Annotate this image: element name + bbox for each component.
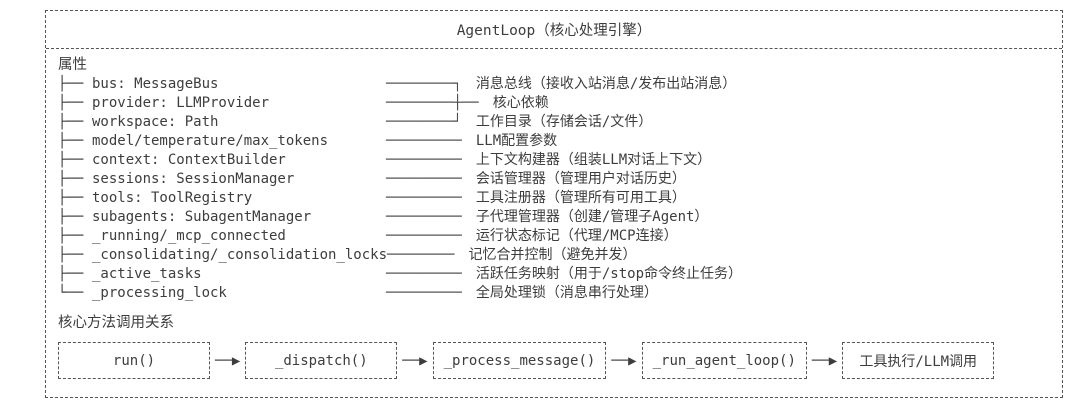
attr-row-processing-lock: └── _processing_lock ───────── 全局处理锁（消息串… xyxy=(58,284,1062,303)
attr-row-subagents: ├── subagents: SubagentManager ─────────… xyxy=(58,208,1062,227)
connector-line: ────────┼── xyxy=(386,95,479,111)
connector-line: ───────── xyxy=(386,285,462,301)
attr-desc: 全局处理锁（消息串行处理） xyxy=(475,285,658,301)
attributes-section: 属性 ├── bus: MessageBus ────────┐ 消息总线（接收… xyxy=(58,56,1062,303)
attr-desc: 核心依赖 xyxy=(492,95,549,111)
connector-line: ───────── xyxy=(386,171,462,187)
attr-name: sessions: SessionManager xyxy=(92,171,295,187)
attr-row-sessions: ├── sessions: SessionManager ───────── 会… xyxy=(58,170,1062,189)
arrow-right-icon: ──▶ xyxy=(811,352,838,369)
attr-name: model/temperature/max_tokens xyxy=(92,133,329,149)
panel-title-bar: AgentLoop（核心处理引擎） xyxy=(46,11,1062,49)
attr-name: _processing_lock xyxy=(92,285,227,301)
tree-branch-icon: ├── xyxy=(58,114,84,130)
attr-name: context: ContextBuilder xyxy=(92,152,286,168)
method-box-run: run() xyxy=(58,342,210,379)
attr-name: provider: LLMProvider xyxy=(92,95,270,111)
tree-branch-icon: ├── xyxy=(58,171,84,187)
attr-desc: 会话管理器（管理用户对话历史） xyxy=(475,171,686,187)
connector-line: ────────┘ xyxy=(386,114,462,130)
tree-branch-icon: ├── xyxy=(58,152,84,168)
attr-name: workspace: Path xyxy=(92,114,219,130)
arrow-right-icon: ──▶ xyxy=(215,352,241,369)
tree-branch-icon: ├── xyxy=(58,209,84,225)
connector-line: ──────── xyxy=(387,247,455,263)
attr-desc: 消息总线（接收入站消息/发布出站消息） xyxy=(475,76,737,92)
attr-desc: 工具注册器（管理所有可用工具） xyxy=(475,190,686,206)
agentloop-panel: AgentLoop（核心处理引擎） 属性 ├── bus: MessageBus… xyxy=(45,10,1063,398)
attr-row-provider: ├── provider: LLMProvider ────────┼── 核心… xyxy=(58,94,1062,113)
attr-name: tools: ToolRegistry xyxy=(92,190,253,206)
attr-desc: 活跃任务映射（用于/stop命令终止任务） xyxy=(475,266,743,282)
method-box-run-agent-loop: _run_agent_loop() xyxy=(641,342,807,379)
connector-line: ───────── xyxy=(386,228,462,244)
methods-header: 核心方法调用关系 xyxy=(58,315,174,331)
connector-line: ───────── xyxy=(386,209,462,225)
method-flow-section: run() ──▶ _dispatch() ──▶ _process_messa… xyxy=(58,342,1062,379)
attr-name: subagents: SubagentManager xyxy=(92,209,312,225)
tree-branch-icon: ├── xyxy=(58,247,84,263)
attr-desc: 上下文构建器（组装LLM对话上下文） xyxy=(475,152,712,168)
attr-desc: 工作目录（存储会话/文件） xyxy=(475,114,653,130)
attr-row-workspace: ├── workspace: Path ────────┘ 工作目录（存储会话/… xyxy=(58,113,1062,132)
panel-body: 属性 ├── bus: MessageBus ────────┐ 消息总线（接收… xyxy=(46,49,1062,379)
attr-desc: 运行状态标记（代理/MCP连接） xyxy=(475,228,678,244)
attr-row-consolidation: ├── _consolidating/_consolidation_locks … xyxy=(58,246,1062,265)
attributes-header: 属性 xyxy=(58,57,87,73)
connector-line: ────────┐ xyxy=(386,76,462,92)
method-box-dispatch: _dispatch() xyxy=(245,342,398,379)
attr-desc: 记忆合并控制（避免并发） xyxy=(468,247,637,263)
arrow-right-icon: ──▶ xyxy=(402,352,428,369)
attr-row-context: ├── context: ContextBuilder ───────── 上下… xyxy=(58,151,1062,170)
tree-branch-icon: ├── xyxy=(58,76,84,92)
tree-branch-icon: ├── xyxy=(58,95,84,111)
tree-branch-icon: ├── xyxy=(58,266,84,282)
arrow-right-icon: ──▶ xyxy=(611,352,637,369)
tree-branch-icon: ├── xyxy=(58,133,84,149)
tree-branch-icon: ├── xyxy=(58,190,84,206)
connector-line: ───────── xyxy=(386,190,462,206)
connector-line: ───────── xyxy=(386,266,462,282)
connector-line: ───────── xyxy=(386,133,462,149)
attr-desc: 子代理管理器（创建/管理子Agent） xyxy=(475,209,709,225)
connector-line: ───────── xyxy=(386,152,462,168)
tree-branch-end-icon: └── xyxy=(58,285,84,301)
panel-title: AgentLoop（核心处理引擎） xyxy=(456,23,652,39)
attr-name: _active_tasks xyxy=(92,266,202,282)
attr-name: bus: MessageBus xyxy=(92,76,219,92)
attr-row-running-flags: ├── _running/_mcp_connected ───────── 运行… xyxy=(58,227,1062,246)
attr-row-model-config: ├── model/temperature/max_tokens ───────… xyxy=(58,132,1062,151)
method-box-process-message: _process_message() xyxy=(432,342,607,379)
attr-name: _running/_mcp_connected xyxy=(92,228,286,244)
tree-branch-icon: ├── xyxy=(58,228,84,244)
method-box-tool-llm: 工具执行/LLM调用 xyxy=(842,342,995,379)
attr-row-active-tasks: ├── _active_tasks ───────── 活跃任务映射（用于/st… xyxy=(58,265,1062,284)
attr-row-bus: ├── bus: MessageBus ────────┐ 消息总线（接收入站消… xyxy=(58,75,1062,94)
attr-name: _consolidating/_consolidation_locks xyxy=(92,247,388,263)
attr-desc: LLM配置参数 xyxy=(475,133,558,149)
attr-row-tools: ├── tools: ToolRegistry ───────── 工具注册器（… xyxy=(58,189,1062,208)
